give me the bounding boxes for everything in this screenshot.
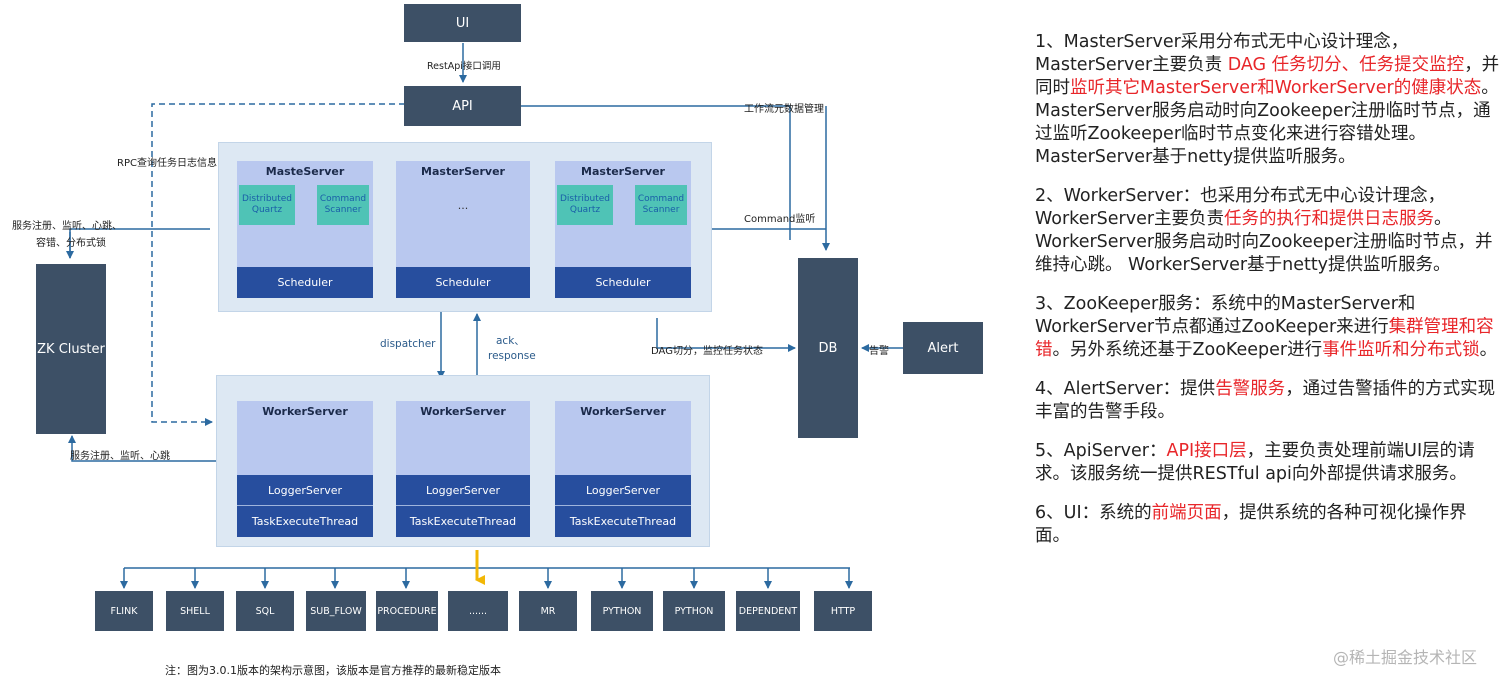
- ack-label: ack、: [496, 335, 525, 347]
- paragraph-zookeeper: 3、ZooKeeper服务：系统中的MasterServer和WorkerSer…: [1035, 293, 1501, 362]
- task-type: FLINK: [95, 591, 153, 631]
- body-text: 。 WorkerServer服务启动时向Zookeeper注册临时节点，并维持心…: [1035, 209, 1493, 275]
- body-text: 4、AlertServer：提供: [1035, 379, 1216, 399]
- worker-server-title: WorkerServer: [580, 405, 666, 418]
- command-scanner: Command Scanner: [317, 185, 369, 225]
- highlight-text: 事件监听和分布式锁: [1322, 340, 1480, 360]
- logger-server-bar: LoggerServer: [555, 475, 691, 506]
- dag-label: DAG切分，监控任务状态: [651, 346, 763, 357]
- body-text: 。另外系统还基于ZooKeeper进行: [1052, 340, 1323, 360]
- worker-server-title: WorkerServer: [262, 405, 348, 418]
- logger-server-bar: LoggerServer: [237, 475, 373, 506]
- master-server-1: MasteServer Distributed Quartz Command S…: [237, 161, 373, 298]
- dispatcher-label: dispatcher: [380, 338, 436, 350]
- highlight-text: DAG 任务切分、任务提交监控: [1227, 55, 1465, 75]
- ellipsis: ...: [457, 199, 469, 212]
- task-type: HTTP: [814, 591, 872, 631]
- body-text: 。 MasterServer服务启动时向Zookeeper注册临时节点，通过监听…: [1035, 78, 1499, 167]
- alert-node: Alert: [903, 322, 983, 374]
- alert-arrow-label: 告警: [869, 346, 889, 357]
- body-text: 2、WorkerServer：也采用分布式无中心设计理念，WorkerServe…: [1035, 186, 1446, 229]
- zk-reg-bottom-label: 服务注册、监听、心跳: [70, 451, 170, 462]
- command-label: Command监听: [744, 214, 816, 225]
- master-server-title: MasterServer: [421, 165, 505, 178]
- zk-reg-label-2: 容错、分布式锁: [36, 238, 106, 249]
- command-scanner: Command Scanner: [635, 185, 687, 225]
- task-type: SQL: [236, 591, 294, 631]
- api-label: API: [452, 98, 473, 114]
- scheduler-bar: Scheduler: [555, 267, 691, 298]
- highlight-text: 告警服务: [1215, 379, 1286, 399]
- response-label: response: [488, 350, 536, 362]
- master-server-title: MasteServer: [265, 165, 345, 178]
- watermark: @稀土掘金技术社区: [1333, 648, 1478, 667]
- worker-server-title: WorkerServer: [420, 405, 506, 418]
- footnote: 注：图为3.0.1版本的架构示意图，该版本是官方推荐的最新稳定版本: [165, 664, 501, 677]
- logger-server-bar: LoggerServer: [396, 475, 530, 506]
- worker-server-2: WorkerServer LoggerServer TaskExecuteThr…: [396, 401, 530, 537]
- scheduler-bar: Scheduler: [237, 267, 373, 298]
- zk-cluster-label: ZK Cluster: [37, 341, 105, 357]
- highlight-text: 任务的执行和提供日志服务: [1224, 209, 1435, 229]
- task-type: PROCEDURE: [376, 591, 438, 631]
- description-panel: 1、MasterServer采用分布式无中心设计理念，MasterServer主…: [1035, 31, 1501, 564]
- paragraph-ui: 6、UI：系统的前端页面，提供系统的各种可视化操作界面。: [1035, 502, 1501, 548]
- scheduler-bar: Scheduler: [396, 267, 530, 298]
- workflow-label: 工作流元数据管理: [744, 104, 824, 115]
- restapi-label: RestApi接口调用: [427, 61, 501, 72]
- paragraph-worker: 2、WorkerServer：也采用分布式无中心设计理念，WorkerServe…: [1035, 185, 1501, 277]
- task-type: SUB_FLOW: [306, 591, 366, 631]
- body-text: 5、ApiServer：: [1035, 441, 1167, 461]
- paragraph-alert: 4、AlertServer：提供告警服务，通过告警插件的方式实现丰富的告警手段。: [1035, 378, 1501, 424]
- paragraph-api: 5、ApiServer：API接口层，主要负责处理前端UI层的请求。该服务统一提…: [1035, 440, 1501, 486]
- zk-reg-label-1: 服务注册、监听、心跳、: [12, 221, 122, 232]
- body-text: 。: [1479, 340, 1498, 360]
- body-text: ，并同时: [1035, 55, 1500, 98]
- ui-node: UI: [404, 4, 521, 42]
- body-text: 6、UI：系统的: [1035, 503, 1152, 523]
- body-text: 1、MasterServer采用分布式无中心设计理念，MasterServer主…: [1035, 32, 1409, 75]
- master-server-title: MasterServer: [581, 165, 665, 178]
- alert-label: Alert: [927, 340, 959, 356]
- task-type: PYTHON: [663, 591, 725, 631]
- body-text: ，主要负责处理前端UI层的请求。该服务统一提供RESTful api向外部提供请…: [1035, 441, 1475, 484]
- task-execute-thread-bar: TaskExecuteThread: [237, 506, 373, 537]
- task-type: MR: [519, 591, 577, 631]
- highlight-text: 监听其它MasterServer和WorkerServer的健康状态: [1070, 78, 1482, 98]
- task-type: ......: [448, 591, 508, 631]
- ui-label: UI: [455, 15, 470, 31]
- worker-server-1: WorkerServer LoggerServer TaskExecuteThr…: [237, 401, 373, 537]
- distributed-quartz: Distributed Quartz: [557, 185, 613, 225]
- task-type: PYTHON: [591, 591, 653, 631]
- body-text: ，提供系统的各种可视化操作界面。: [1035, 503, 1467, 546]
- db-node: DB: [798, 258, 858, 438]
- task-type: DEPENDENT: [736, 591, 800, 631]
- highlight-text: 前端页面: [1151, 503, 1222, 523]
- body-text: ，通过告警插件的方式实现丰富的告警手段。: [1035, 379, 1496, 422]
- highlight-text: API接口层: [1166, 441, 1247, 461]
- zk-cluster-node: ZK Cluster: [36, 264, 106, 434]
- worker-server-3: WorkerServer LoggerServer TaskExecuteThr…: [555, 401, 691, 537]
- paragraph-master: 1、MasterServer采用分布式无中心设计理念，MasterServer主…: [1035, 31, 1501, 169]
- task-execute-thread-bar: TaskExecuteThread: [555, 506, 691, 537]
- highlight-text: 集群管理和容错: [1035, 317, 1494, 360]
- master-server-3: MasterServer Distributed Quartz Command …: [555, 161, 691, 298]
- body-text: 3、ZooKeeper服务：系统中的MasterServer和WorkerSer…: [1035, 294, 1416, 337]
- task-type: SHELL: [166, 591, 224, 631]
- db-label: DB: [818, 340, 838, 356]
- task-execute-thread-bar: TaskExecuteThread: [396, 506, 530, 537]
- master-server-2: MasterServer ... Scheduler: [396, 161, 530, 298]
- api-node: API: [404, 86, 521, 126]
- distributed-quartz: Distributed Quartz: [239, 185, 295, 225]
- rpc-label: RPC查询任务日志信息: [117, 158, 217, 169]
